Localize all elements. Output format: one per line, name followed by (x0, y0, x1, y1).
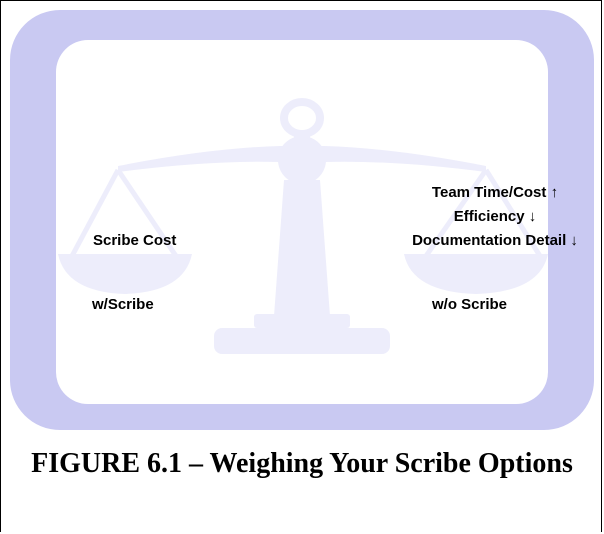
right-pan-chains (423, 168, 543, 258)
right-pan-item-3: Documentation Detail ↓ (412, 232, 578, 249)
left-pan-chains (69, 168, 179, 258)
left-pan-label: w/Scribe (92, 296, 154, 313)
left-pan (58, 254, 192, 294)
scale-pillar (274, 180, 330, 316)
right-pan-label: w/o Scribe (432, 296, 508, 313)
scale-base-lower (214, 328, 390, 354)
left-pan-item: Scribe Cost (93, 232, 177, 249)
right-pan (404, 254, 548, 294)
scale-illustration (10, 10, 594, 430)
scale-base-upper (254, 314, 350, 328)
figure-caption: FIGURE 6.1 – Weighing Your Scribe Option… (31, 448, 573, 479)
scale-top-ring (280, 98, 324, 138)
balance-scale (58, 98, 548, 354)
scale-pivot (278, 136, 326, 184)
right-pan-item-2: Efficiency ↓ (453, 208, 537, 225)
right-pan-item-1: Team Time/Cost ↑ (431, 184, 559, 201)
